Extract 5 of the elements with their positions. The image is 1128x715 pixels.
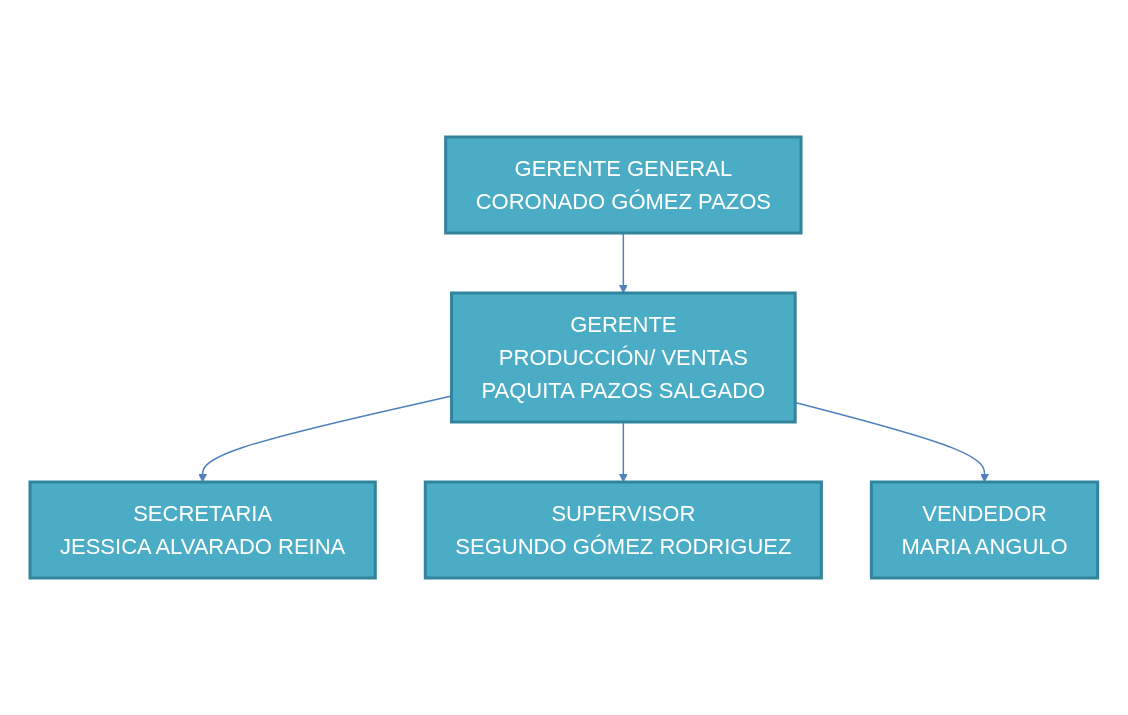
node-box: SUPERVISOR SEGUNDO GÓMEZ RODRIGUEZ xyxy=(423,480,824,580)
node-box: GERENTE GENERAL CORONADO GÓMEZ PAZOS xyxy=(444,135,803,235)
node-box: GERENTE PRODUCCIÓN/ VENTAS PAQUITA PAZOS SALGADO xyxy=(450,291,797,424)
node-box: SECRETARIA JESSICA ALVARADO REINA xyxy=(28,480,377,580)
node-box: VENDEDOR MARIA ANGULO xyxy=(870,480,1100,580)
